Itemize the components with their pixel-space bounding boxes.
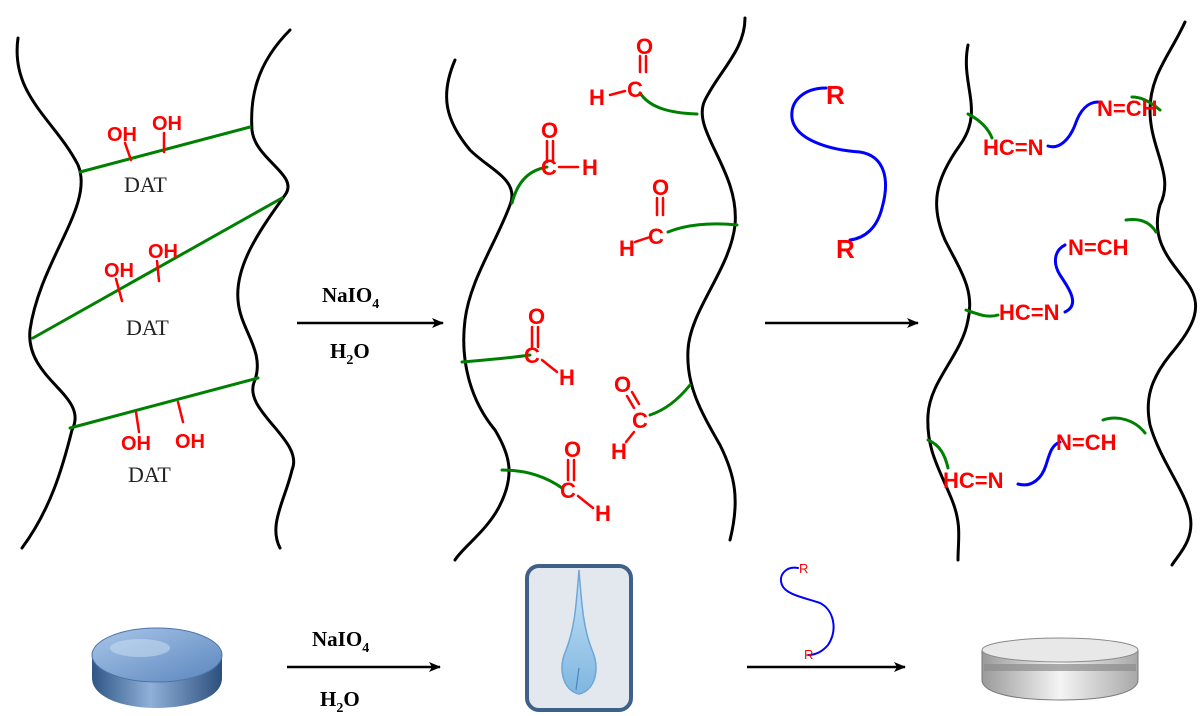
blue-disc-hydrogel-icon	[91, 627, 223, 708]
hydrogen-label: H	[619, 236, 635, 261]
hydroxyl-label: OH	[175, 431, 205, 453]
hydrogen-label: H	[582, 155, 598, 180]
r-group-label: R	[826, 80, 845, 110]
dat-link-3	[68, 376, 260, 430]
panel-imine-network: HC=N N=CH HC=N N=CH HC=N N=CH	[926, 20, 1198, 567]
polymer-chain-left	[926, 43, 973, 562]
oxygen-label: O	[652, 175, 669, 200]
solvent-label: H2O	[330, 339, 370, 368]
imine-linker	[964, 308, 1000, 318]
polymer-chain-right	[686, 16, 747, 542]
oh-bond-3a	[134, 410, 141, 434]
aldehyde-linker	[648, 383, 692, 417]
aldehyde-linker	[666, 222, 739, 234]
imine-label: HC=N	[999, 300, 1060, 325]
oxygen-label: O	[541, 118, 558, 143]
oxidation-arrow-top: NaIO4 H2O	[297, 283, 444, 368]
imine-label: N=CH	[1068, 235, 1129, 260]
oh-bond-2b	[155, 259, 161, 283]
oh-bond-3b	[176, 400, 185, 424]
imine-label: HC=N	[943, 468, 1004, 493]
crosslinker-chain	[1053, 243, 1075, 314]
oxidant-label: NaIO4	[312, 627, 369, 656]
oxygen-label: O	[614, 372, 631, 397]
dissolved-droplet-vial-icon	[525, 564, 633, 712]
panel-aldehyde-chains: O C H O C H O C H O C H O C H	[445, 16, 747, 562]
oh-bond-1a	[123, 141, 133, 162]
oxidation-arrow-bottom: NaIO4 H2O	[287, 627, 441, 716]
hydrogen-label: H	[611, 439, 627, 464]
carbon-label: C	[627, 77, 643, 102]
aldehyde-linker	[510, 165, 549, 205]
imine-linker	[1130, 95, 1162, 112]
dat-label: DAT	[126, 315, 169, 340]
polymer-chain-left	[15, 36, 83, 550]
hydroxyl-label: OH	[121, 433, 151, 455]
imine-linker	[1101, 416, 1147, 435]
crosslinker-chain	[1046, 100, 1100, 149]
carbonyl-bond	[630, 390, 641, 406]
aldehyde-ch-bond	[540, 358, 559, 374]
r-group-label: R	[799, 561, 808, 576]
hydrogen-label: H	[559, 365, 575, 390]
carbon-label: C	[560, 478, 576, 503]
polymer-chain-left	[445, 58, 514, 562]
hydrogen-label: H	[595, 501, 611, 526]
carbon-label: C	[524, 343, 540, 368]
carbon-label: C	[648, 224, 664, 249]
aldehyde-linker	[460, 353, 532, 364]
solvent-label: H2O	[320, 687, 360, 716]
carbon-label: C	[541, 155, 557, 180]
hydroxyl-label: OH	[152, 113, 182, 135]
r-group-label: R	[836, 234, 855, 264]
imine-linker	[966, 112, 994, 140]
crosslinker-chain	[1016, 440, 1062, 487]
aldehyde-ch-bond	[624, 430, 636, 444]
white-crosslinked-disc-icon	[981, 637, 1139, 701]
carbonyl-bond	[625, 394, 636, 410]
imine-linker	[1124, 218, 1158, 234]
oxygen-label: O	[636, 34, 653, 59]
crosslinker-chain	[790, 86, 887, 242]
dat-label: DAT	[124, 172, 167, 197]
aldehyde-linker	[638, 91, 699, 116]
oxidant-label: NaIO4	[322, 283, 379, 312]
oh-bond-2a	[114, 277, 124, 303]
imine-label: N=CH	[1097, 96, 1158, 121]
panel-dat-network: OH OH OH OH OH OH DAT DAT DAT	[15, 28, 296, 550]
crosslinker-chain	[780, 566, 835, 656]
hydroxyl-label: OH	[107, 124, 137, 146]
aldehyde-ch-bond	[608, 89, 627, 97]
polymer-chain-right	[236, 28, 296, 550]
r-group-label: R	[804, 647, 813, 662]
aldehyde-ch-bond	[576, 494, 595, 510]
polymer-chain-right	[1146, 20, 1198, 567]
imine-label: HC=N	[983, 135, 1044, 160]
imine-label: N=CH	[1056, 430, 1117, 455]
hydroxyl-label: OH	[148, 241, 178, 263]
oxygen-label: O	[528, 304, 545, 329]
small-crosslinker-icon: R R	[780, 561, 835, 662]
hydrogen-label: H	[589, 85, 605, 110]
carbon-label: C	[632, 408, 648, 433]
imine-linker	[926, 438, 950, 470]
oxygen-label: O	[564, 437, 581, 462]
diamine-crosslinker: R R	[790, 80, 887, 264]
dat-label: DAT	[128, 462, 171, 487]
aldehyde-linker	[500, 468, 564, 490]
hydroxyl-label: OH	[104, 260, 134, 282]
aldehyde-ch-bond	[633, 235, 652, 244]
